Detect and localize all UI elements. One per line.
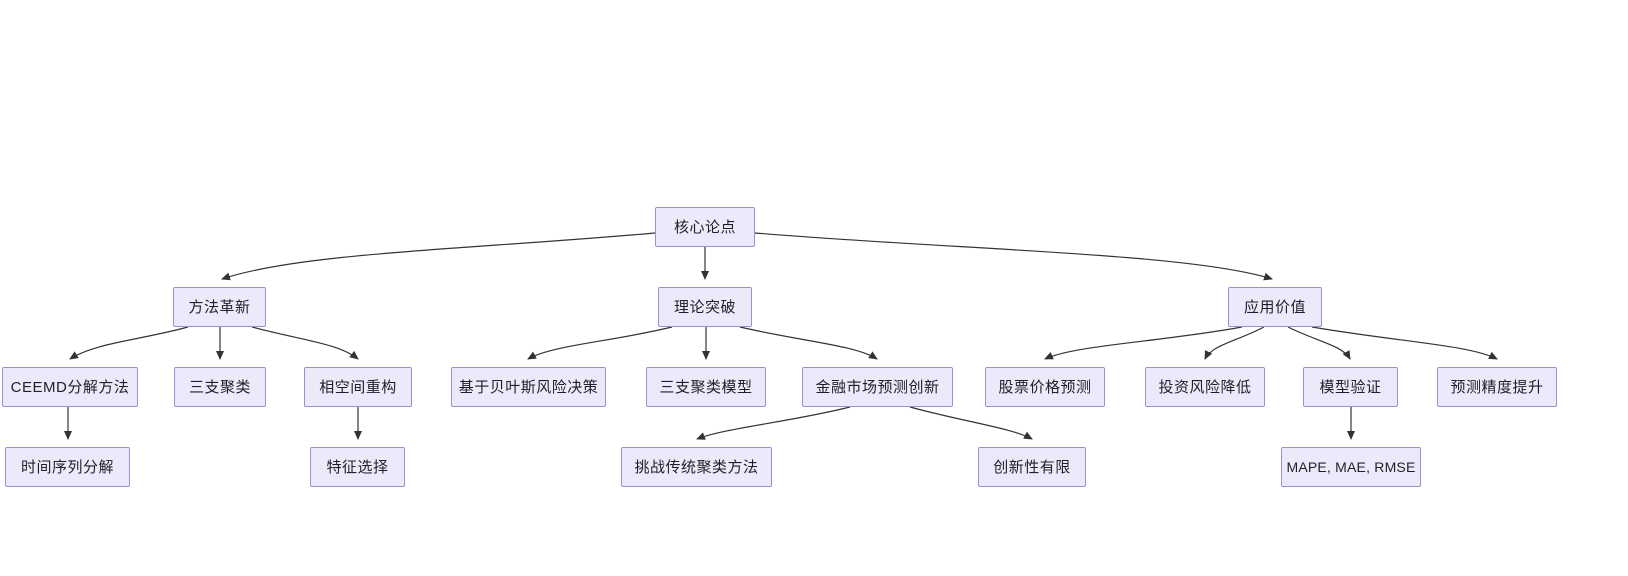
node-c10[interactable]: 预测精度提升 bbox=[1437, 367, 1557, 407]
node-label: 股票价格预测 bbox=[998, 378, 1092, 396]
node-label: 基于贝叶斯风险决策 bbox=[458, 378, 599, 396]
node-d2[interactable]: 特征选择 bbox=[310, 447, 405, 487]
node-label: 三支聚类 bbox=[188, 378, 251, 396]
node-c2[interactable]: 三支聚类 bbox=[174, 367, 266, 407]
edge-b1-to-c3 bbox=[251, 326, 359, 360]
node-c9[interactable]: 模型验证 bbox=[1303, 367, 1398, 407]
node-label: 相空间重构 bbox=[319, 378, 397, 396]
node-label: 应用价值 bbox=[1243, 298, 1306, 316]
node-label: 金融市场预测创新 bbox=[815, 378, 940, 396]
edge-root-to-b1 bbox=[221, 232, 656, 281]
edge-b1-to-c1 bbox=[69, 326, 189, 360]
node-c5[interactable]: 三支聚类模型 bbox=[646, 367, 766, 407]
node-root[interactable]: 核心论点 bbox=[655, 207, 755, 247]
edge-b2-to-c4 bbox=[527, 326, 673, 360]
node-d3[interactable]: 挑战传统聚类方法 bbox=[621, 447, 772, 487]
node-label: 投资风险降低 bbox=[1158, 378, 1252, 396]
edge-group bbox=[64, 232, 1498, 440]
node-label: 三支聚类模型 bbox=[659, 378, 753, 396]
node-label: 核心论点 bbox=[673, 218, 736, 236]
node-label: MAPE, MAE, RMSE bbox=[1286, 459, 1416, 475]
node-label: 模型验证 bbox=[1319, 378, 1382, 396]
node-d1[interactable]: 时间序列分解 bbox=[5, 447, 130, 487]
node-c4[interactable]: 基于贝叶斯风险决策 bbox=[451, 367, 606, 407]
edge-c6-to-d4 bbox=[909, 406, 1033, 440]
node-c6[interactable]: 金融市场预测创新 bbox=[802, 367, 953, 407]
node-c8[interactable]: 投资风险降低 bbox=[1145, 367, 1265, 407]
node-label: 特征选择 bbox=[326, 458, 389, 476]
node-b1[interactable]: 方法革新 bbox=[173, 287, 266, 327]
edge-b3-to-c8 bbox=[1204, 326, 1265, 360]
node-label: 预测精度提升 bbox=[1450, 378, 1544, 396]
node-label: 方法革新 bbox=[188, 298, 251, 316]
node-label: 创新性有限 bbox=[993, 458, 1071, 476]
node-b2[interactable]: 理论突破 bbox=[658, 287, 752, 327]
edge-b2-to-c6 bbox=[739, 326, 878, 360]
node-c3[interactable]: 相空间重构 bbox=[304, 367, 412, 407]
edge-b3-to-c9 bbox=[1287, 326, 1351, 360]
edge-b3-to-c10 bbox=[1311, 326, 1498, 360]
edge-c6-to-d3 bbox=[696, 406, 851, 440]
node-label: 时间序列分解 bbox=[20, 458, 114, 476]
node-d4[interactable]: 创新性有限 bbox=[978, 447, 1086, 487]
node-c1[interactable]: CEEMD分解方法 bbox=[2, 367, 138, 407]
node-b3[interactable]: 应用价值 bbox=[1228, 287, 1322, 327]
edge-b3-to-c7 bbox=[1044, 326, 1243, 360]
node-d5[interactable]: MAPE, MAE, RMSE bbox=[1281, 447, 1421, 487]
edge-root-to-b3 bbox=[754, 232, 1273, 281]
node-c7[interactable]: 股票价格预测 bbox=[985, 367, 1105, 407]
node-label: CEEMD分解方法 bbox=[10, 378, 130, 396]
node-label: 挑战传统聚类方法 bbox=[634, 458, 759, 476]
node-label: 理论突破 bbox=[673, 298, 736, 316]
